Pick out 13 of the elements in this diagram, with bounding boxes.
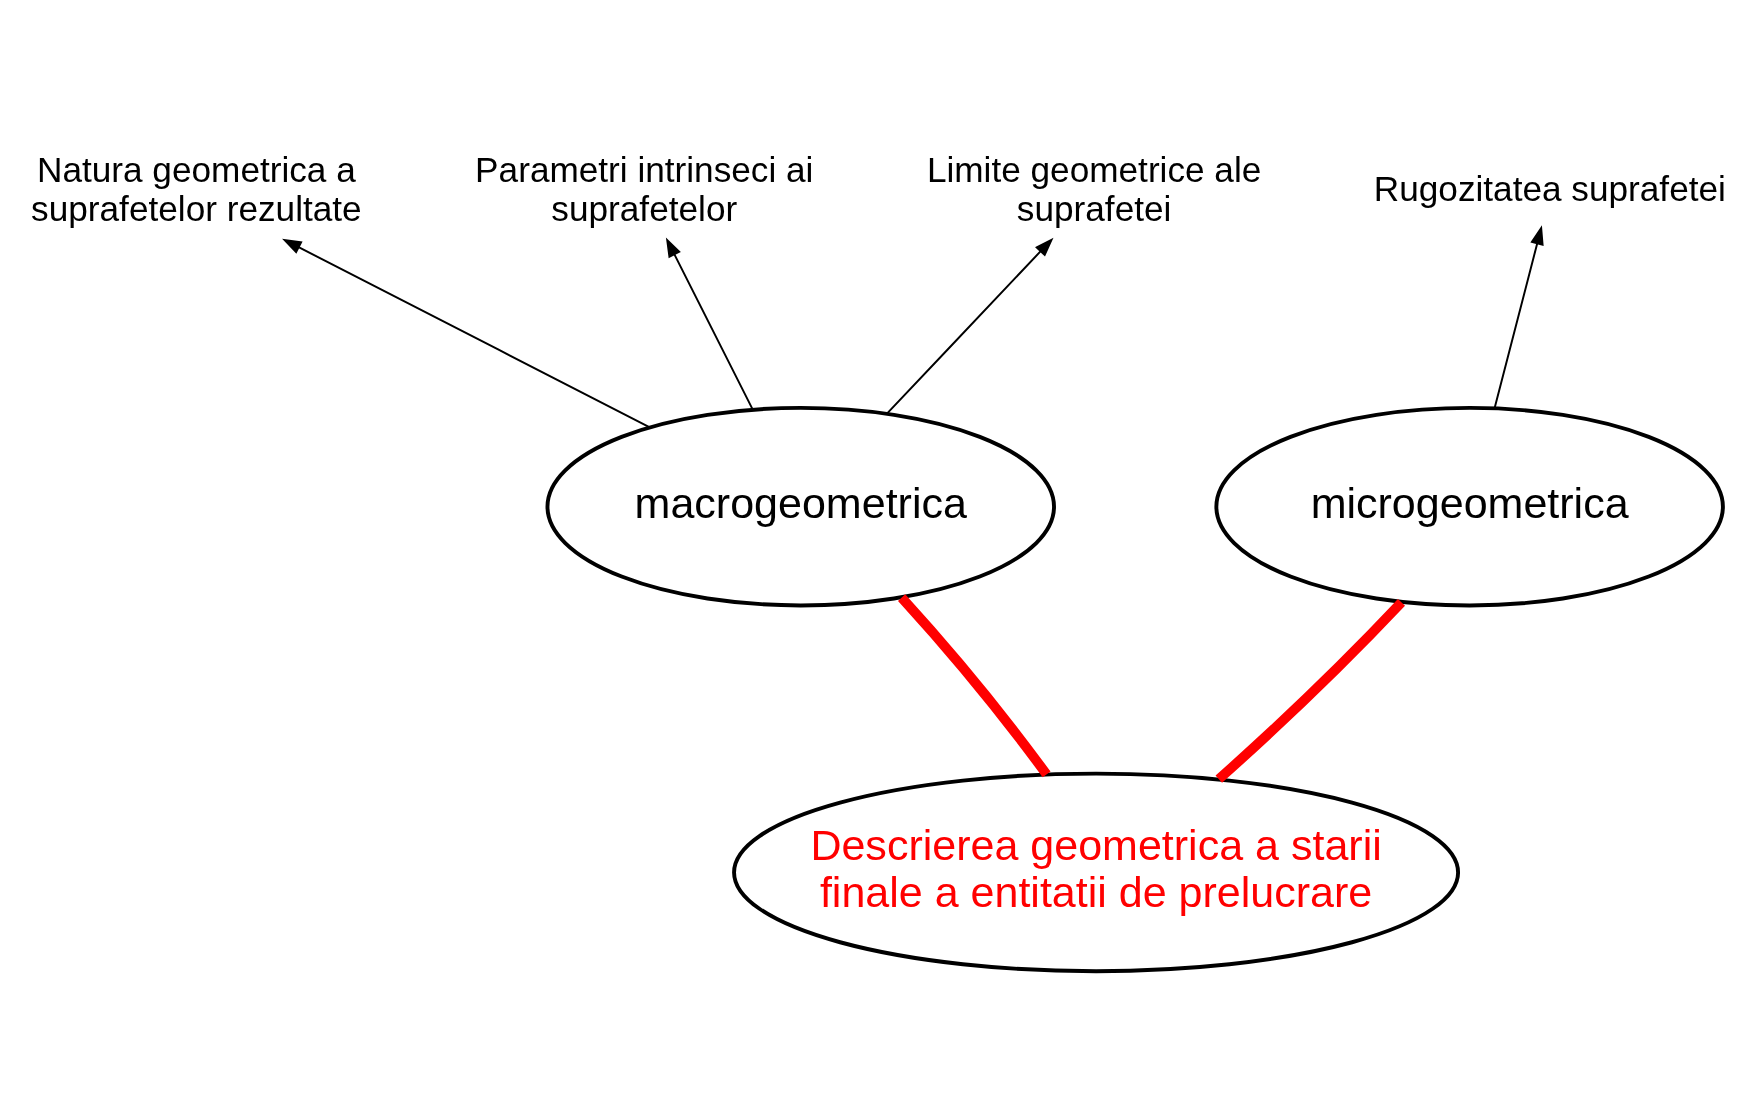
arrow xyxy=(1493,225,1544,410)
node-text: Parametri intrinseci ai suprafetelor xyxy=(475,149,814,228)
node-ellipse: macrogeometrica xyxy=(545,405,1056,608)
connector xyxy=(898,594,1051,778)
connector xyxy=(1215,599,1405,783)
arrow xyxy=(665,237,754,411)
arrow xyxy=(282,238,651,429)
node-ellipse: microgeometrica xyxy=(1214,405,1725,608)
node-ellipse: Descrierea geometrica a starii finale a entitatii de prelucrare xyxy=(732,771,1461,974)
node-text: Rugozitatea suprafetei xyxy=(1373,169,1726,209)
node-text: Limite geometrice ale suprafetei xyxy=(926,149,1262,228)
node-text: Natura geometrica a suprafetelor rezultate xyxy=(31,149,362,228)
arrow xyxy=(886,237,1054,415)
